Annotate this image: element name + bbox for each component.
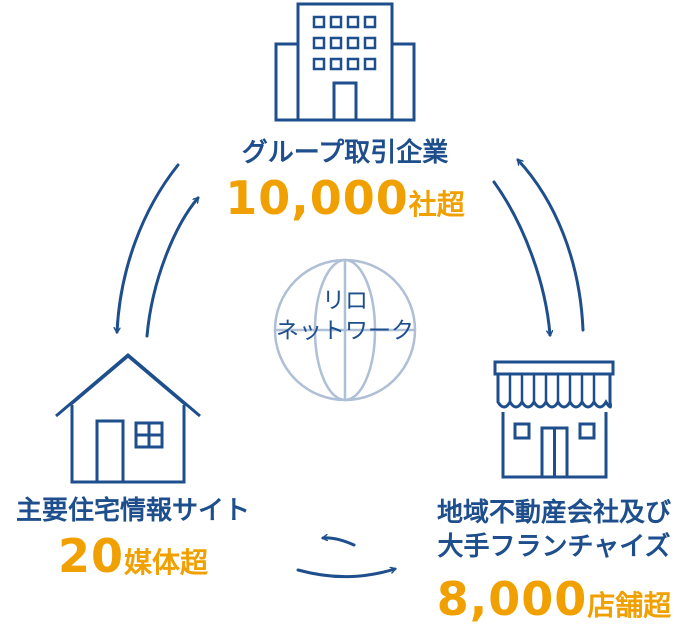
arrow-realestate-to-corporate (516, 158, 585, 332)
corporate-title: グループ取引企業 (241, 138, 449, 168)
arrow-realestate-to-housing (323, 538, 356, 547)
housing-value: 20 (57, 529, 124, 583)
center-label-line1: リロ (322, 288, 368, 314)
realestate-title: 地域不動産会社及び 大手フランチャイズ (416, 498, 692, 562)
storefront-icon (493, 360, 615, 479)
realestate-value: 8,000 (436, 572, 588, 626)
housing-title: 主要住宅情報サイト (15, 496, 250, 526)
arrow-housing-to-corporate (145, 198, 200, 338)
realestate-title-line2: 大手フランチャイズ (437, 532, 671, 562)
housing-unit: 媒体超 (124, 546, 209, 579)
center-label-line2: ネットワーク (276, 318, 414, 344)
cycle-arrows (117, 158, 585, 579)
arrow-corporate-to-housing (117, 163, 180, 332)
corporate-value: 10,000 (225, 171, 409, 225)
house-icon (55, 353, 201, 484)
office-building-icon (274, 2, 416, 122)
corporate-stat: 10,000社超 (195, 174, 495, 223)
globe-icon (273, 258, 417, 402)
realestate-title-line1: 地域不動産会社及び (436, 498, 671, 528)
corporate-unit: 社超 (408, 188, 465, 221)
arrow-housing-to-realestate (296, 569, 395, 579)
arrow-corporate-to-realestate (492, 180, 550, 335)
center-label: リロ ネットワーク (245, 286, 445, 346)
housing-stat: 20媒体超 (0, 532, 266, 581)
realestate-stat: 8,000店舗超 (416, 575, 692, 624)
realestate-unit: 店舗超 (587, 589, 672, 622)
